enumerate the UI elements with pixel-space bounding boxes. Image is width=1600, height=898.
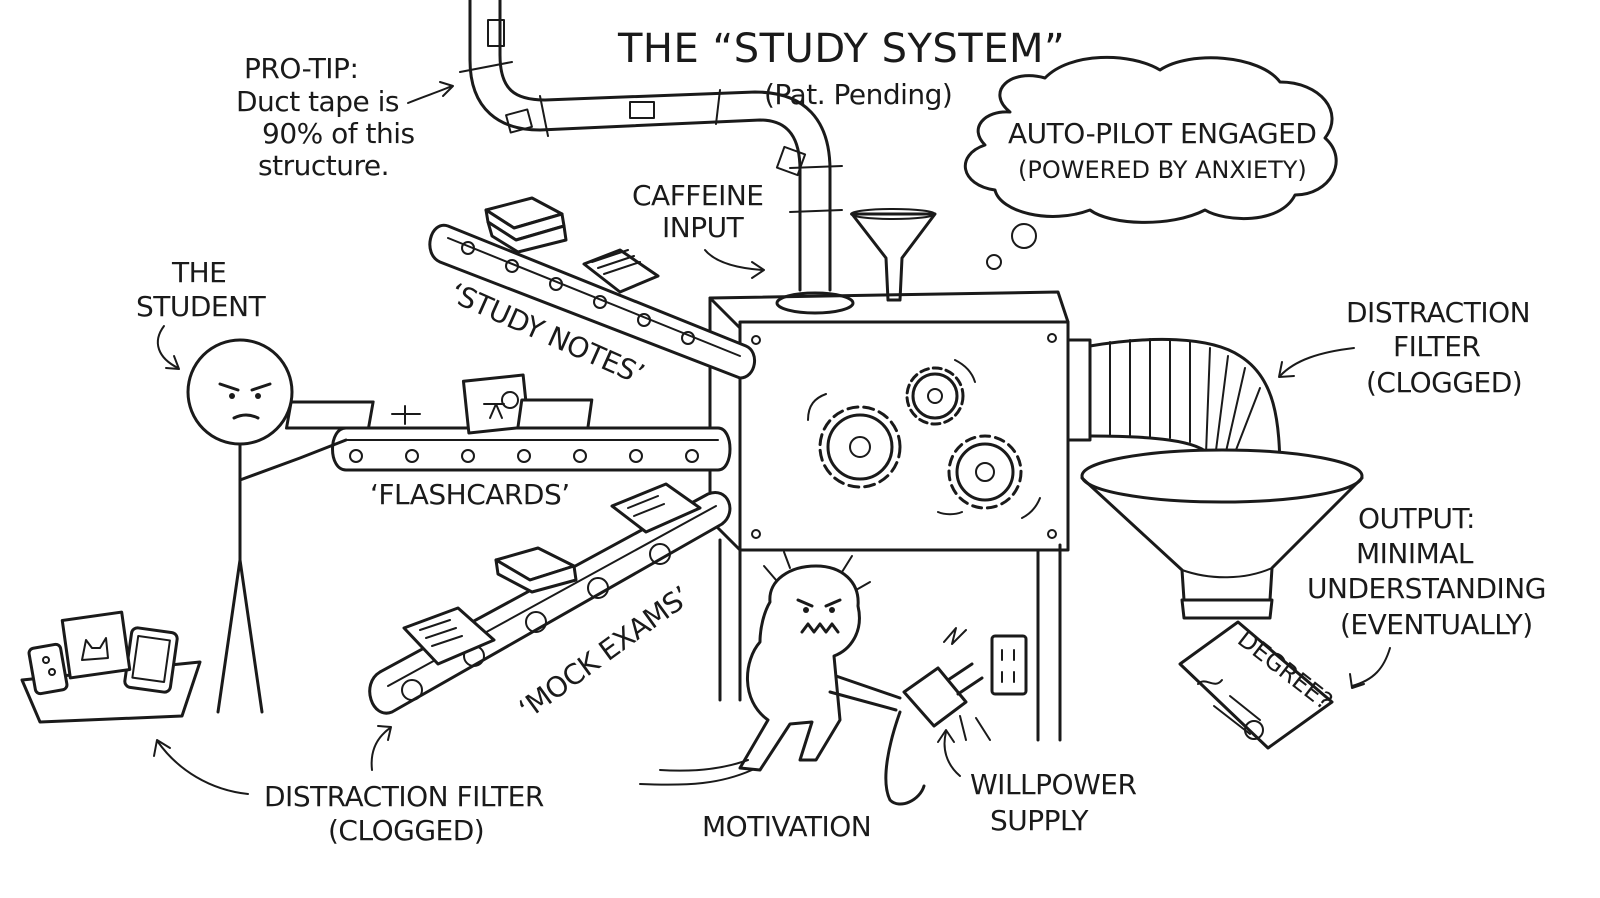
output-label-4: (EVENTUALLY) — [1340, 608, 1533, 641]
book-stack-icon — [494, 546, 578, 594]
motivation-monster — [639, 551, 902, 786]
book-stack-icon — [484, 196, 568, 254]
gear-icon — [818, 405, 902, 489]
caffeine-input-label-2: INPUT — [662, 211, 745, 244]
distraction-filter-bottom-label-1: DISTRACTION FILTER — [264, 780, 544, 813]
motivation-label: MOTIVATION — [702, 810, 871, 843]
phone-icon — [123, 626, 179, 694]
distraction-filter-right-annotation: DISTRACTION FILTER (CLOGGED) — [1278, 296, 1531, 399]
degree-diploma-icon: DEGREE? — [1178, 620, 1338, 750]
willpower-annotation: WILLPOWER SUPPLY — [937, 729, 1137, 837]
duct-tape-patch — [629, 101, 655, 119]
protip-arrowhead — [439, 81, 454, 97]
comic-subtitle: (Pat. Pending) — [764, 78, 952, 111]
conveyor-mock-exams: ‘MOCK EXAMS’ — [368, 482, 732, 726]
protip-line-4: structure. — [258, 149, 389, 182]
student-figure: THE STUDENT — [136, 256, 348, 714]
output-annotation: OUTPUT: MINIMAL UNDERSTANDING (EVENTUALL… — [1307, 502, 1546, 689]
protip-line-3: 90% of this — [262, 117, 415, 150]
willpower-label-1: WILLPOWER — [970, 768, 1136, 801]
distraction-filter-bottom-label-2: (CLOGGED) — [328, 814, 484, 847]
willpower-label-2: SUPPLY — [990, 804, 1089, 837]
distraction-tray — [20, 610, 202, 724]
student-label-1: THE — [171, 256, 226, 289]
outlet-icon — [990, 634, 1028, 696]
title-block: THE “STUDY SYSTEM” (Pat. Pending) — [617, 26, 1065, 111]
distraction-filter-right-label-1: DISTRACTION — [1346, 296, 1530, 329]
protip-arrow — [407, 85, 453, 104]
study-machine — [708, 290, 1070, 742]
caffeine-input-label-1: CAFFEINE — [632, 179, 764, 212]
output-label-3: UNDERSTANDING — [1307, 572, 1546, 605]
notebook-icon — [582, 248, 660, 294]
plug-icon — [884, 662, 984, 806]
distraction-filter-right-label-2: FILTER — [1393, 330, 1480, 363]
conveyor-flashcards: ‘FLASHCARDS’ — [285, 373, 732, 511]
funnel-icon — [850, 208, 937, 302]
student-label-2: STUDENT — [136, 290, 267, 323]
spark-icon — [943, 627, 991, 741]
gear-icon — [947, 434, 1023, 510]
protip-line-2: Duct tape is — [236, 85, 399, 118]
caffeine-arrow — [704, 249, 763, 271]
flashcard-stack-icon — [285, 400, 421, 430]
output-label-1: OUTPUT: — [1358, 502, 1475, 535]
duct-tape-patch — [505, 108, 533, 134]
comic-title: THE “STUDY SYSTEM” — [617, 26, 1065, 72]
thought-bubble: AUTO-PILOT ENGAGED (POWERED BY ANXIETY) — [963, 55, 1338, 270]
protip-line-1: PRO-TIP: — [244, 52, 358, 85]
distraction-filter-duct — [1066, 337, 1364, 620]
photo-frame-icon — [60, 610, 132, 680]
caffeine-pipe: CAFFEINE INPUT — [459, 0, 855, 315]
thought-line-2: (POWERED BY ANXIETY) — [1018, 156, 1307, 184]
output-label-2: MINIMAL — [1356, 537, 1474, 570]
flashcards-label: ‘FLASHCARDS’ — [370, 478, 570, 511]
duct-tape-patch — [487, 19, 505, 47]
flashcard-stack-icon — [516, 398, 594, 430]
distraction-filter-right-label-3: (CLOGGED) — [1366, 366, 1522, 399]
gear-icon — [905, 366, 965, 426]
exam-paper-icon — [610, 482, 702, 534]
remote-icon — [27, 642, 69, 696]
exam-paper-icon — [402, 606, 496, 666]
thought-line-1: AUTO-PILOT ENGAGED — [1008, 117, 1316, 150]
distraction-filter-bottom-annotation: DISTRACTION FILTER (CLOGGED) — [153, 725, 544, 847]
protip-annotation: PRO-TIP: Duct tape is 90% of this struct… — [236, 52, 454, 182]
duct-tape-patch — [775, 145, 807, 177]
